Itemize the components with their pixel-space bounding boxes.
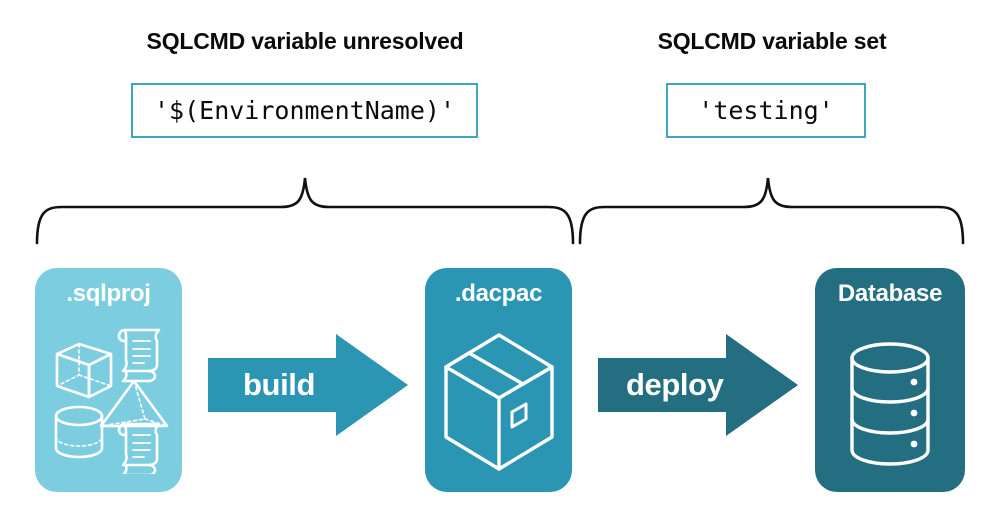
arrow-deploy: deploy (598, 334, 798, 436)
artifact-sqlproj: .sqlproj (35, 268, 182, 492)
group-title-right: SQLCMD variable set (657, 28, 887, 54)
brace-right-icon (578, 177, 965, 245)
pyramid-icon (99, 379, 168, 428)
scroll-icon (117, 328, 160, 383)
arrow-build-label: build (243, 367, 316, 402)
brace-connectors (35, 177, 965, 245)
artifact-sqlproj-label: .sqlproj (66, 280, 151, 307)
scroll-icon (117, 422, 160, 474)
sql-objects-icon (35, 316, 182, 482)
cube-icon (55, 342, 112, 399)
database-cylinder-icon (815, 326, 965, 482)
arrow-right-icon (598, 334, 798, 436)
artifact-dacpac-label: .dacpac (454, 280, 543, 307)
artifact-dacpac: .dacpac (425, 268, 572, 492)
group-title-left: SQLCMD variable unresolved (146, 28, 464, 54)
brace-left-icon (35, 177, 575, 245)
arrow-build: build (208, 334, 408, 436)
package-box-icon (425, 320, 572, 482)
cylinder-icon (54, 405, 103, 459)
artifact-database-label: Database (837, 280, 943, 307)
arrow-deploy-label: deploy (626, 367, 724, 402)
arrow-right-icon (208, 334, 408, 436)
variable-value-box-unresolved: '$(EnvironmentName)' (131, 83, 478, 138)
variable-value-box-set: 'testing' (666, 83, 866, 138)
artifact-database: Database (815, 268, 965, 492)
